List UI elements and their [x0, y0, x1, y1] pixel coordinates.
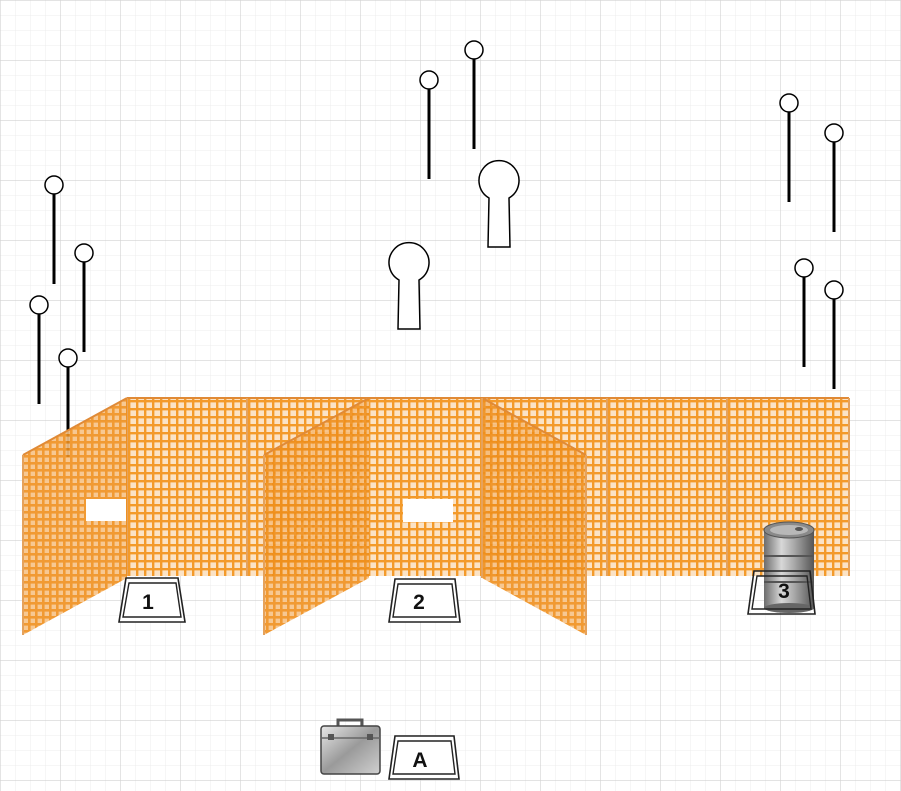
- oil-barrel-icon: [763, 521, 815, 613]
- steel-targets: [29, 40, 844, 404]
- station-label: 3: [778, 580, 790, 603]
- fence-wing-left: [22, 397, 128, 635]
- keyhole-silhouette-icon: [388, 242, 430, 330]
- station-a[interactable]: A: [388, 735, 460, 780]
- fence-wing-center-left: [263, 397, 370, 635]
- station-label: 2: [413, 591, 425, 614]
- station-2[interactable]: 2: [388, 578, 461, 623]
- station-3[interactable]: 3: [747, 570, 816, 615]
- station-label: 1: [142, 591, 154, 614]
- pin-target-icon: [44, 175, 64, 284]
- station-label: A: [412, 749, 427, 772]
- fence-wing-center-right: [481, 397, 587, 635]
- pin-target-icon: [779, 93, 799, 202]
- fence-port: [403, 499, 453, 522]
- silhouette-targets: [388, 160, 520, 330]
- pin-target-icon: [824, 123, 844, 232]
- briefcase-icon: [320, 718, 381, 775]
- pin-target-icon: [464, 40, 484, 149]
- pin-target-icon: [794, 258, 814, 367]
- fence-back-wall: [86, 397, 850, 576]
- pin-target-icon: [824, 280, 844, 389]
- fence-port: [86, 499, 126, 521]
- keyhole-silhouette-icon: [478, 160, 520, 248]
- pin-target-icon: [29, 295, 49, 404]
- pin-target-icon: [419, 70, 439, 179]
- station-1[interactable]: 1: [118, 577, 186, 623]
- pin-target-icon: [74, 243, 94, 352]
